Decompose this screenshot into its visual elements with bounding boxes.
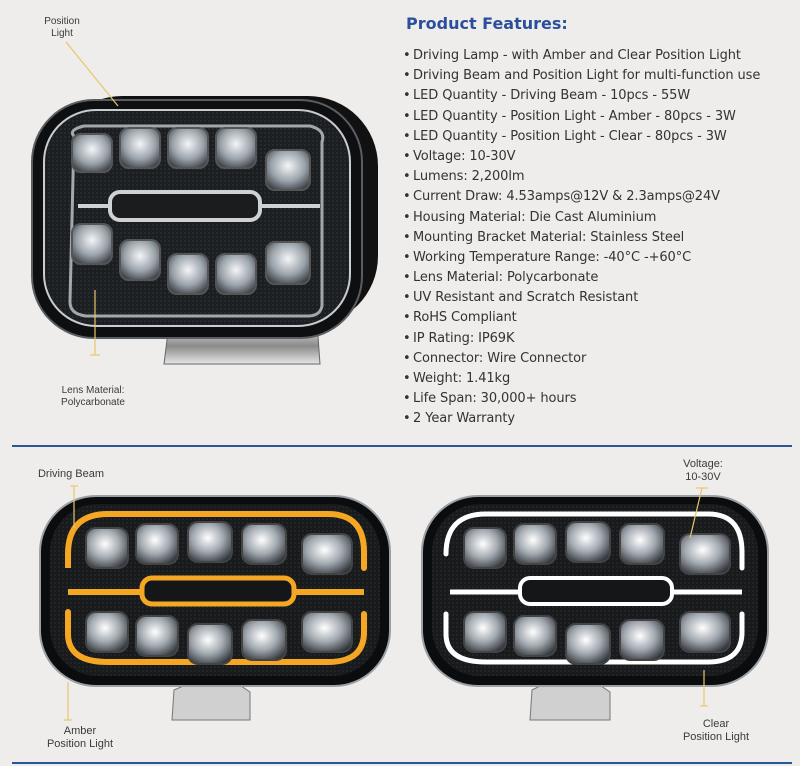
feature-item: •LED Quantity - Driving Beam - 10pcs - 5… <box>403 88 691 104</box>
feature-item: •IP Rating: IP69K <box>403 330 515 346</box>
features-list: •Driving Lamp - with Amber and Clear Pos… <box>403 46 798 430</box>
feature-item: •Mounting Bracket Material: Stainless St… <box>403 229 685 245</box>
feature-item: •LED Quantity - Position Light - Amber -… <box>403 108 736 124</box>
feature-item: •Driving Beam and Position Light for mul… <box>403 68 761 84</box>
product-features: Product Features: •Driving Lamp - with A… <box>403 14 798 430</box>
callout-lines-bottom <box>64 485 708 721</box>
section-divider-bottom <box>12 762 792 764</box>
lamp-amber-image <box>39 495 391 721</box>
feature-item: •Lens Material: Polycarbonate <box>403 270 599 286</box>
lamp-top-image <box>31 96 378 365</box>
callout-amber-position: Amber Position Light <box>46 725 114 750</box>
feature-item: •Connector: Wire Connector <box>403 350 587 366</box>
feature-item: •RoHS Compliant <box>403 310 517 326</box>
section-divider-top <box>12 445 792 447</box>
callout-lines-top <box>65 41 119 356</box>
feature-item: •Driving Lamp - with Amber and Clear Pos… <box>403 48 741 63</box>
callout-driving-beam: Driving Beam <box>37 468 105 480</box>
lamp-clear-image <box>421 495 769 721</box>
callout-clear-position: Clear Position Light <box>682 718 750 743</box>
feature-item: •Weight: 1.41kg <box>403 371 511 386</box>
callout-lens-material: Lens Material: Polycarbonate <box>61 385 125 408</box>
feature-item: •Current Draw: 4.53amps@12V & 2.3amps@24… <box>403 189 720 205</box>
feature-item: •Working Temperature Range: -40°C -+60°C <box>403 249 692 265</box>
feature-item: •LED Quantity - Position Light - Clear -… <box>403 128 727 144</box>
feature-item: •Life Span: 30,000+ hours <box>403 391 577 407</box>
feature-item: •Housing Material: Die Cast Aluminium <box>403 209 657 225</box>
callout-position-light: Position Light <box>44 16 80 39</box>
feature-item: •Voltage: 10-30V <box>403 148 516 164</box>
callout-voltage: Voltage: 10-30V <box>683 458 723 483</box>
feature-item: •UV Resistant and Scratch Resistant <box>403 290 639 306</box>
features-title: Product Features: <box>406 14 568 33</box>
feature-item: •2 Year Warranty <box>403 411 516 427</box>
feature-item: •Lumens: 2,200lm <box>403 169 525 185</box>
